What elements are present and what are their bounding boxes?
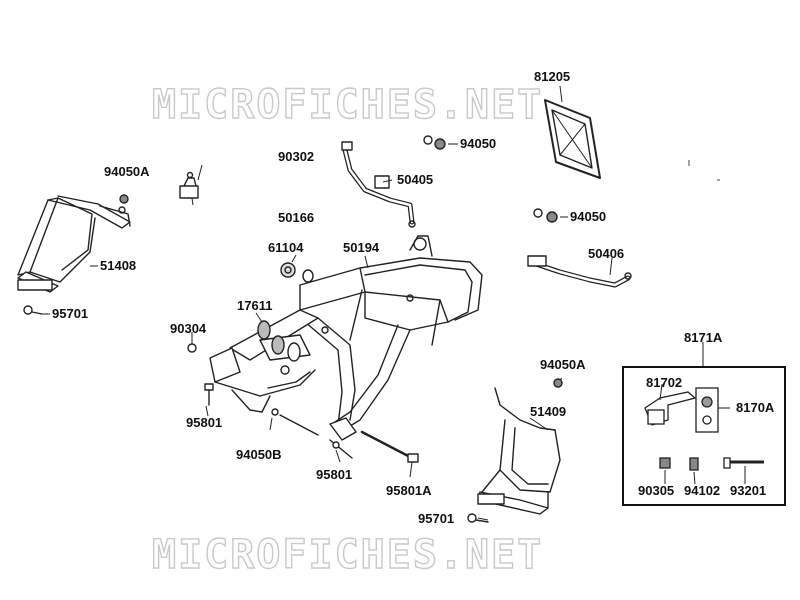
inset-box-8171A — [622, 366, 786, 506]
label-90304: 90304 — [170, 321, 207, 336]
watermark-top: MICROFICHES.NET — [151, 81, 544, 128]
label-94102: 94102 — [684, 483, 721, 498]
label-81702: 81702 — [646, 375, 683, 390]
label-95801A: 95801A — [386, 483, 432, 498]
part-17611-bushings — [257, 320, 301, 362]
label-51409: 51409 — [530, 404, 567, 419]
part-51408-bracket — [17, 195, 131, 293]
label-8171A: 8171A — [684, 330, 723, 345]
label-94050-top: 94050 — [460, 136, 497, 151]
label-94050B: 94050B — [236, 447, 282, 462]
label-50166: 50166 — [278, 210, 315, 225]
label-95701-right: 95701 — [418, 511, 455, 526]
label-81205: 81205 — [534, 69, 571, 84]
label-95701-left: 95701 — [52, 306, 89, 321]
part-50166-clip — [179, 171, 199, 199]
label-17611: 17611 — [237, 298, 273, 313]
leader-lines — [42, 85, 746, 521]
part-94050-nuts — [119, 135, 563, 388]
part-bolts — [23, 305, 489, 523]
part-50405-bar — [341, 141, 416, 228]
label-50405: 50405 — [397, 172, 434, 187]
inset-artwork — [644, 387, 764, 471]
label-93201: 93201 — [730, 483, 767, 498]
watermark-bottom: MICROFICHES.NET — [151, 531, 544, 578]
label-95801-mid: 95801 — [316, 467, 353, 482]
label-94050A-left: 94050A — [104, 164, 150, 179]
stray-marks — [688, 160, 720, 181]
label-8170A: 8170A — [736, 400, 775, 415]
label-95801-left: 95801 — [186, 415, 223, 430]
part-61104-washer — [280, 262, 314, 283]
label-90305: 90305 — [638, 483, 675, 498]
part-81205-plate — [544, 99, 601, 179]
part-50406-bar — [527, 255, 632, 288]
label-51408: 51408 — [100, 258, 137, 273]
label-94050-mid: 94050 — [570, 209, 607, 224]
label-90302: 90302 — [278, 149, 315, 164]
part-50194-frame — [209, 235, 483, 441]
part-51409-bracket — [477, 387, 561, 515]
label-50406: 50406 — [588, 246, 625, 261]
label-94050A-right: 94050A — [540, 357, 586, 372]
label-61104: 61104 — [268, 240, 304, 255]
label-50194: 50194 — [343, 240, 380, 255]
